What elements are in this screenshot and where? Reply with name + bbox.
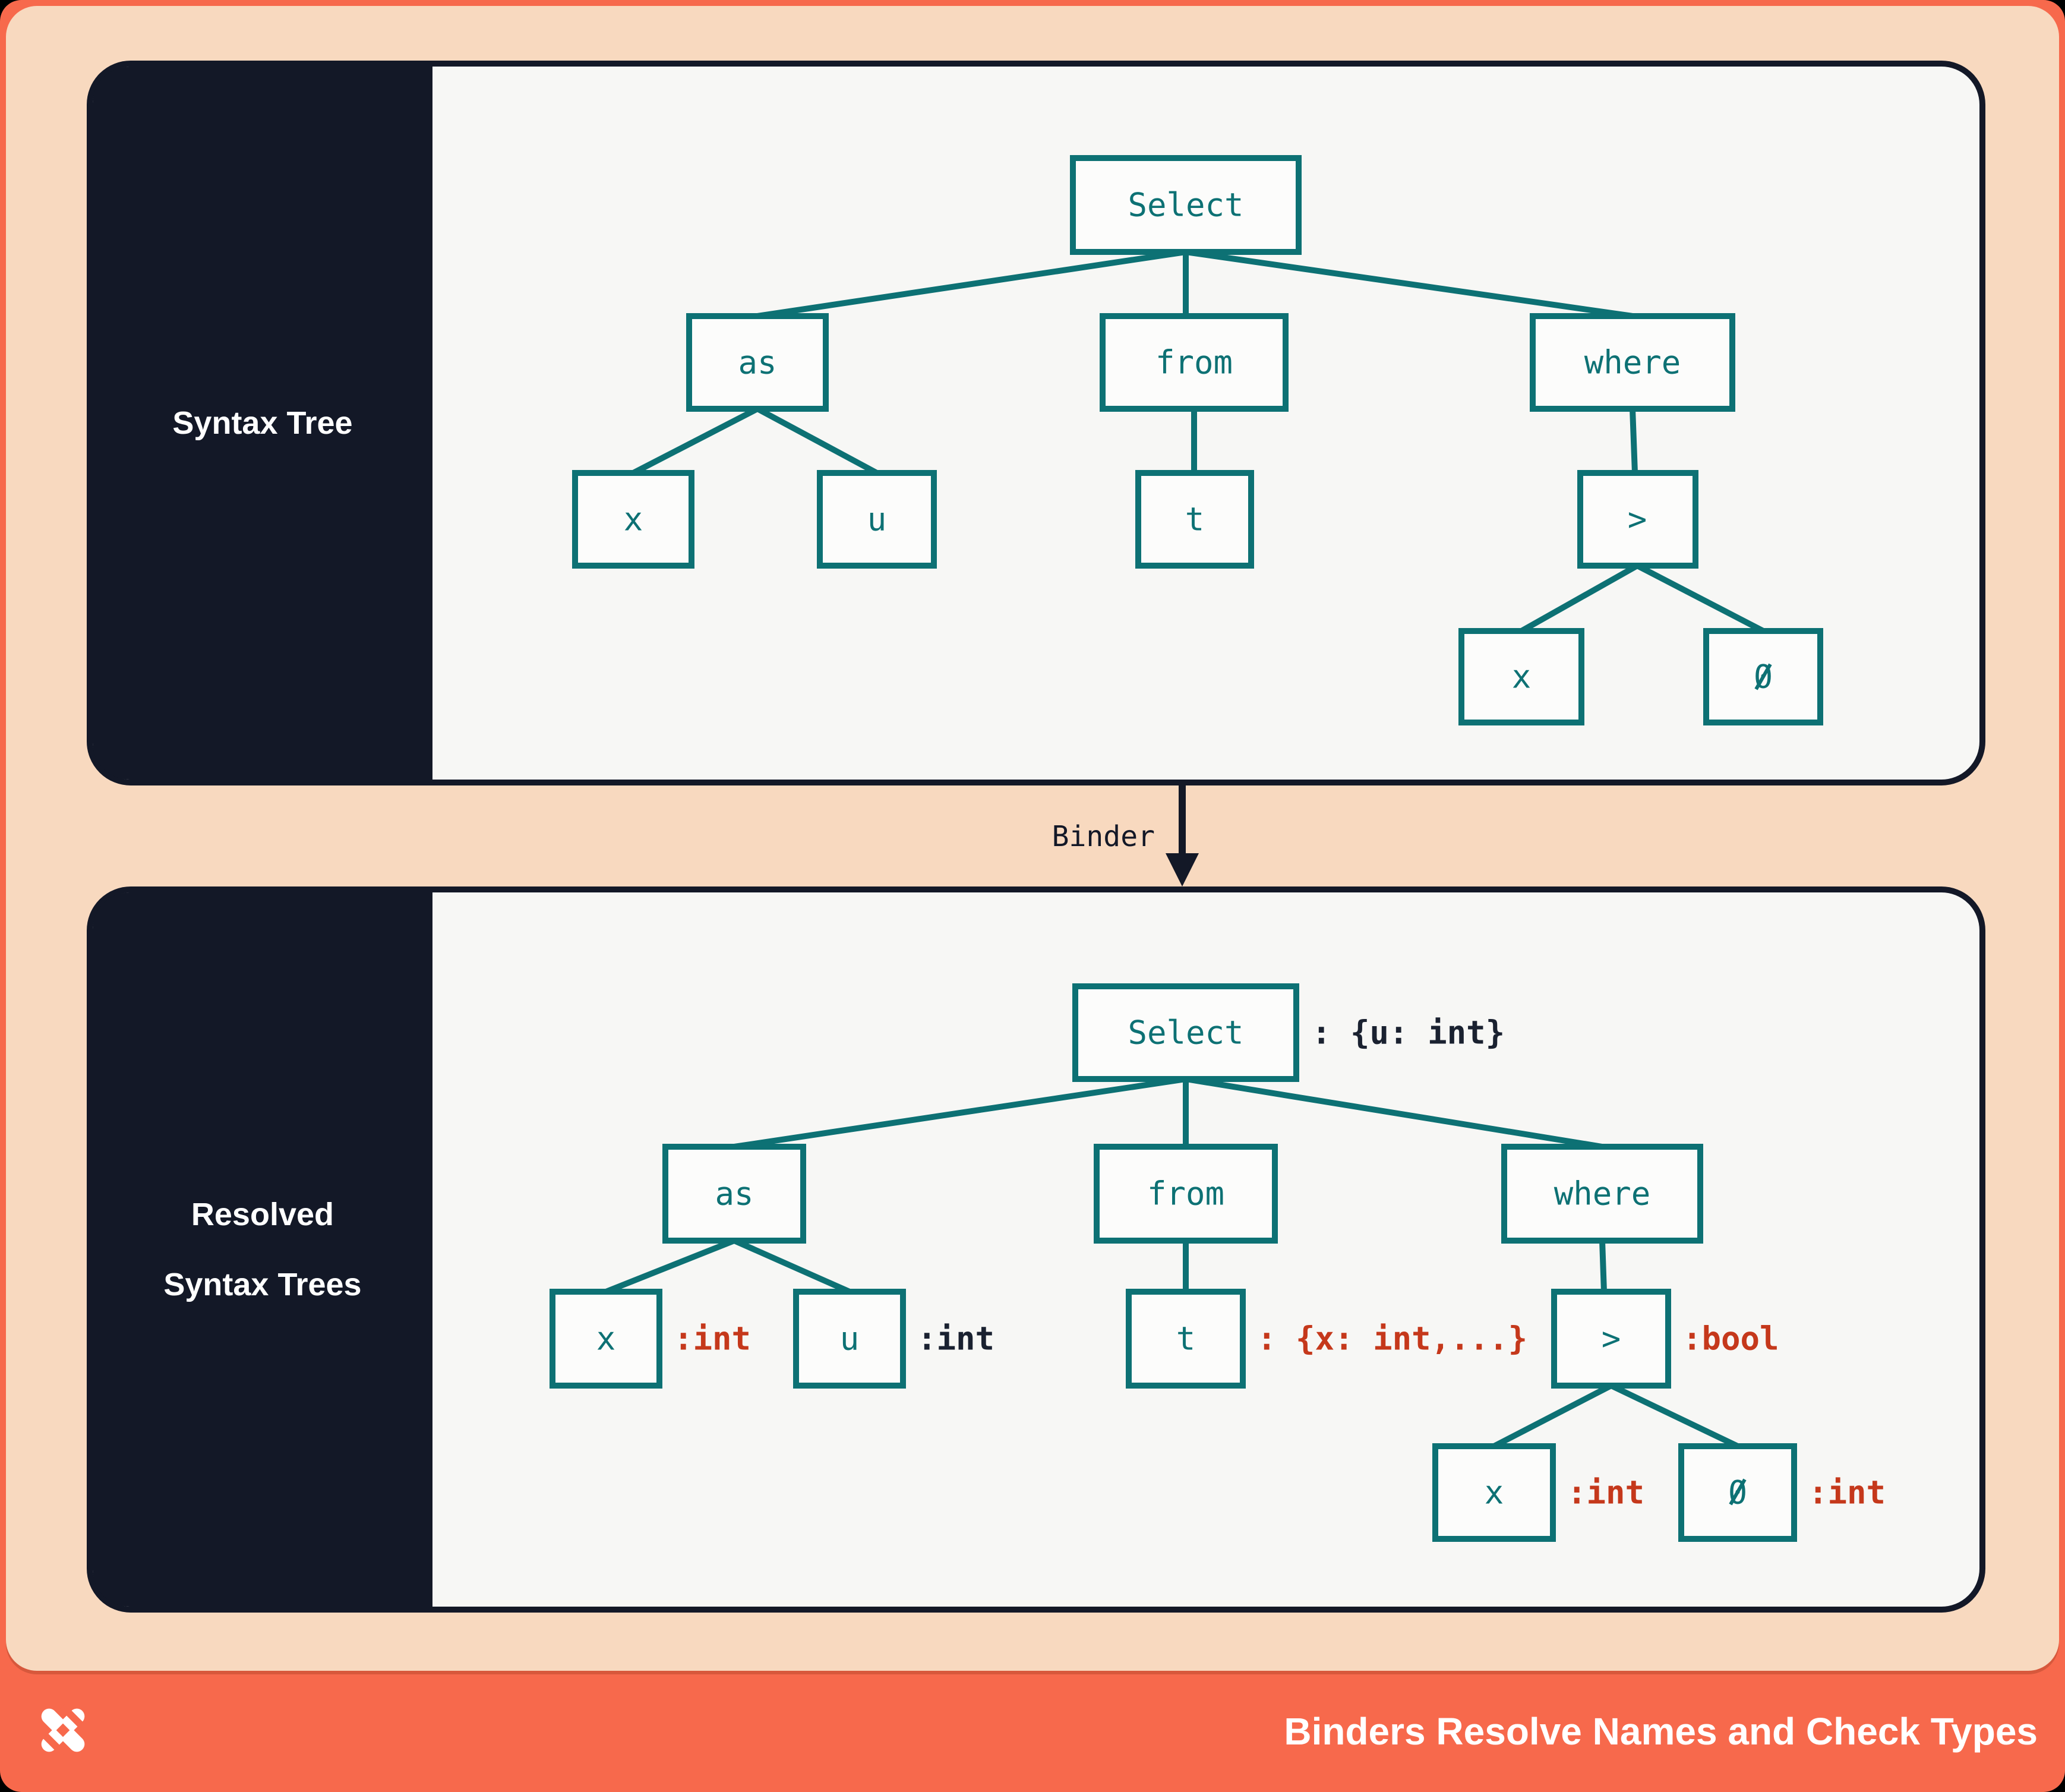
resolved-node-t-label: t xyxy=(1176,1320,1196,1358)
resolved-node-u-box xyxy=(793,1289,906,1389)
syntax-edge-where-gt xyxy=(1630,408,1638,474)
resolved-node-from-box xyxy=(1094,1144,1278,1244)
logo-blades xyxy=(41,1703,85,1757)
resolved-node-gt-type-annotation: :bool xyxy=(1682,1320,1779,1358)
footer-bar: Binders Resolve Names and Check Types xyxy=(0,1671,2065,1792)
resolved-node-zero-type-annotation: :int xyxy=(1808,1474,1886,1512)
resolved-title-line-2: Syntax Trees xyxy=(163,1266,362,1302)
syntax-node-select-label: Select xyxy=(1128,187,1243,224)
syntax-tree-svg: Select as from where x u t > x 0 xyxy=(572,155,1823,725)
syntax-node-as-label: as xyxy=(738,344,776,381)
resolved-node-from-label: from xyxy=(1147,1175,1224,1213)
syntax-edge-as-u xyxy=(756,406,879,476)
syntax-edge-select-where xyxy=(1185,249,1633,319)
syntax-node-x2-label: x xyxy=(1512,658,1532,696)
resolved-syntax-trees-panel-title: Resolved Syntax Trees xyxy=(163,1179,361,1320)
binder-arrow-head xyxy=(1166,853,1199,886)
syntax-edge-gt-x xyxy=(1520,563,1639,634)
syntax-node-u-label: u xyxy=(867,501,887,538)
resolved-node-gt-label: > xyxy=(1602,1320,1621,1358)
syntax-node-x-label: x xyxy=(624,501,643,538)
resolved-node-select-type-annotation: : {u: int} xyxy=(1312,1014,1505,1052)
syntax-node-gt-label: > xyxy=(1628,501,1647,538)
resolved-edge-where-gt xyxy=(1599,1240,1607,1292)
resolved-node-gt-box xyxy=(1551,1289,1671,1389)
syntax-node-u-box xyxy=(817,470,937,569)
resolved-node-select-label: Select xyxy=(1128,1014,1243,1052)
resolved-node-where-box xyxy=(1501,1144,1703,1244)
syntax-node-where-label: where xyxy=(1584,344,1681,381)
binder-label: Binder xyxy=(1052,820,1155,853)
resolved-node-t-type-annotation: : {x: int,...} xyxy=(1257,1320,1527,1358)
resolved-node-x-label: x xyxy=(596,1320,616,1358)
resolved-edge-gt-zero xyxy=(1609,1383,1739,1449)
resolved-node-u-label: u xyxy=(840,1320,860,1358)
logo-notch-bottom xyxy=(42,1733,67,1757)
syntax-node-as-box xyxy=(686,313,829,412)
resolved-syntax-trees-panel: Resolved Syntax Trees xyxy=(87,886,1985,1613)
resolved-syntax-trees-sidebar: Resolved Syntax Trees xyxy=(93,892,432,1607)
syntax-node-where-box xyxy=(1530,313,1735,412)
zero-slash-decoration xyxy=(1729,1478,1747,1506)
syntax-node-from-label: from xyxy=(1155,344,1233,381)
footer-title: Binders Resolve Names and Check Types xyxy=(1284,1709,2038,1752)
resolved-node-x-type-annotation: :int xyxy=(674,1320,751,1358)
resolved-edge-gt-x xyxy=(1492,1383,1613,1449)
x-shuriken-logo-icon xyxy=(41,1703,85,1757)
resolved-node-u-type-annotation: :int xyxy=(917,1320,994,1358)
binder-arrow xyxy=(1166,784,1199,886)
syntax-node-gt-box xyxy=(1577,470,1698,569)
resolved-node-where-label: where xyxy=(1554,1175,1651,1213)
syntax-node-x-box xyxy=(572,470,694,569)
resolved-edge-as-u xyxy=(732,1238,851,1295)
resolved-node-as-label: as xyxy=(715,1175,753,1213)
syntax-tree-panel: Syntax Tree Select as xyxy=(87,61,1985,785)
logo-center-diamond-hole xyxy=(56,1723,70,1737)
resolved-node-select-box xyxy=(1072,983,1299,1082)
syntax-node-t-box xyxy=(1135,470,1254,569)
syntax-node-t-label: t xyxy=(1185,501,1205,538)
syntax-tree-panel-title: Syntax Tree xyxy=(172,405,353,440)
resolved-edge-as-x xyxy=(605,1238,735,1295)
resolved-node-as-box xyxy=(662,1144,806,1244)
syntax-node-from-box xyxy=(1100,313,1289,412)
resolved-edge-select-where xyxy=(1185,1076,1603,1150)
syntax-edge-select-as xyxy=(757,249,1186,319)
syntax-node-x2-box xyxy=(1458,628,1584,725)
resolved-node-x-box xyxy=(550,1289,662,1389)
resolved-tree-svg: Select as from where x u t > x 0 : {u: i… xyxy=(550,983,1886,1542)
resolved-edge-select-as xyxy=(734,1076,1186,1150)
resolved-node-t-box xyxy=(1126,1289,1246,1389)
zero-slash-decoration xyxy=(1754,663,1772,690)
resolved-node-x2-label: x xyxy=(1485,1474,1504,1512)
resolved-node-x2-box xyxy=(1432,1443,1556,1542)
logo-notch-top xyxy=(59,1703,84,1728)
syntax-edge-gt-zero xyxy=(1635,563,1765,634)
syntax-edge-as-x xyxy=(632,406,759,476)
resolved-title-line-1: Resolved xyxy=(191,1196,334,1232)
resolved-node-x2-type-annotation: :int xyxy=(1567,1474,1644,1512)
syntax-tree-sidebar: Syntax Tree xyxy=(93,67,432,780)
syntax-node-select-box xyxy=(1070,155,1302,255)
